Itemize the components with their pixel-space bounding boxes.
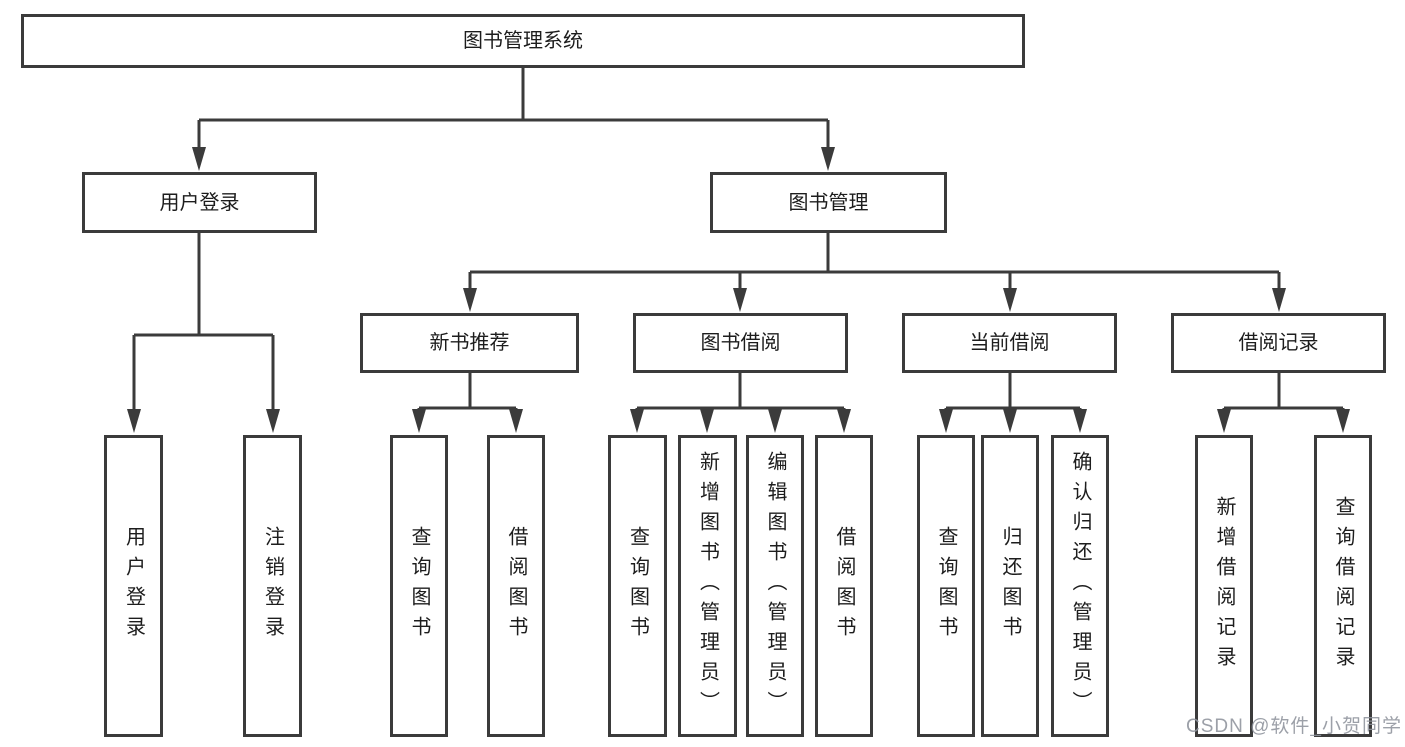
node-leaf-return-books: 归还图书 — [981, 435, 1039, 737]
node-leaf-user-login: 用户登录 — [104, 435, 163, 737]
node-current-borrowing: 当前借阅 — [902, 313, 1117, 373]
node-leaf-edit-books-admin: 编辑图书（管理员） — [746, 435, 804, 737]
node-new-book-recommendation: 新书推荐 — [360, 313, 579, 373]
node-leaf-add-borrow-record: 新增借阅记录 — [1195, 435, 1253, 737]
node-user-login: 用户登录 — [82, 172, 317, 233]
node-book-borrowing: 图书借阅 — [633, 313, 848, 373]
node-leaf-query-books-borrowing: 查询图书 — [608, 435, 667, 737]
csdn-watermark: CSDN @软件_小贺同学 — [1186, 716, 1402, 737]
node-leaf-borrow-books: 借阅图书 — [815, 435, 873, 737]
node-leaf-borrow-books-recommend: 借阅图书 — [487, 435, 545, 737]
node-book-management: 图书管理 — [710, 172, 947, 233]
node-leaf-query-books-current: 查询图书 — [917, 435, 975, 737]
node-borrowing-records: 借阅记录 — [1171, 313, 1386, 373]
node-leaf-logout: 注销登录 — [243, 435, 302, 737]
node-library-management-system: 图书管理系统 — [21, 14, 1025, 68]
node-leaf-add-books-admin: 新增图书（管理员） — [678, 435, 737, 737]
node-leaf-query-borrow-record: 查询借阅记录 — [1314, 435, 1372, 737]
node-leaf-query-books-recommend: 查询图书 — [390, 435, 448, 737]
node-leaf-confirm-return-admin: 确认归还（管理员） — [1051, 435, 1109, 737]
